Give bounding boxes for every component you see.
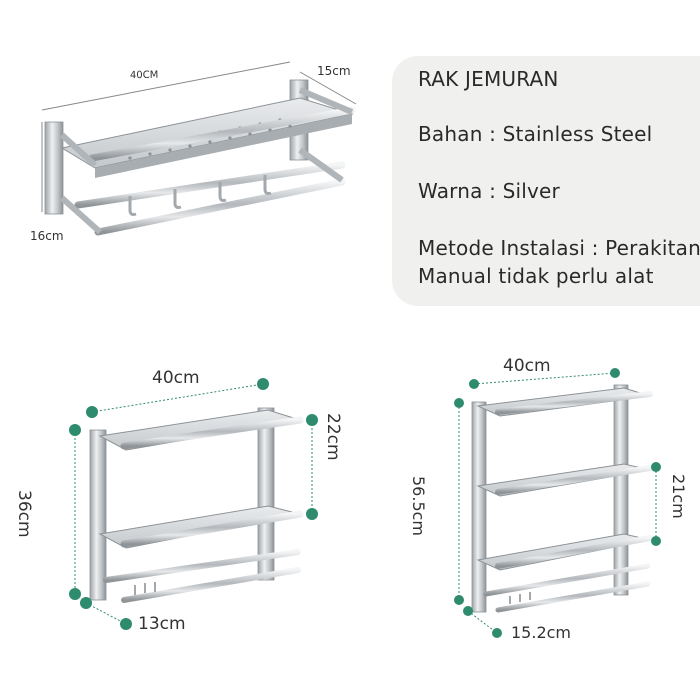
material-spec: Bahan : Stainless Steel — [418, 122, 653, 146]
top-depth-label: 15cm — [317, 64, 351, 78]
install-spec-line-1: Metode Instalasi : Perakitan — [418, 236, 700, 260]
left-depth-label: 13cm — [138, 614, 186, 634]
rack-left-illustration — [69, 378, 318, 630]
color-spec: Warna : Silver — [418, 179, 560, 203]
top-height-label: 16cm — [30, 229, 64, 243]
right-shelf-gap-label: 21cm — [669, 474, 688, 519]
install-spec-line-2: Manual tidak perlu alat — [418, 264, 654, 288]
product-title: RAK JEMURAN — [418, 67, 559, 91]
dimension-line-width — [41, 61, 291, 111]
right-width-label: 40cm — [503, 356, 551, 376]
rack-top-illustration — [41, 61, 357, 236]
dimension-markers-right — [454, 368, 661, 638]
dimension-markers-left — [69, 378, 318, 630]
left-height-label: 36cm — [14, 490, 34, 538]
right-height-label: 56.5cm — [409, 476, 428, 537]
right-depth-label: 15.2cm — [511, 623, 572, 642]
left-width-label: 40cm — [152, 368, 200, 388]
rack-right-illustration — [454, 368, 661, 638]
product-info-panel: RAK JEMURAN Bahan : Stainless Steel Warn… — [392, 56, 700, 306]
dimension-line-depth — [299, 71, 357, 105]
left-shelf-gap-label: 22cm — [323, 413, 343, 461]
top-width-label: 40CM — [129, 69, 159, 82]
